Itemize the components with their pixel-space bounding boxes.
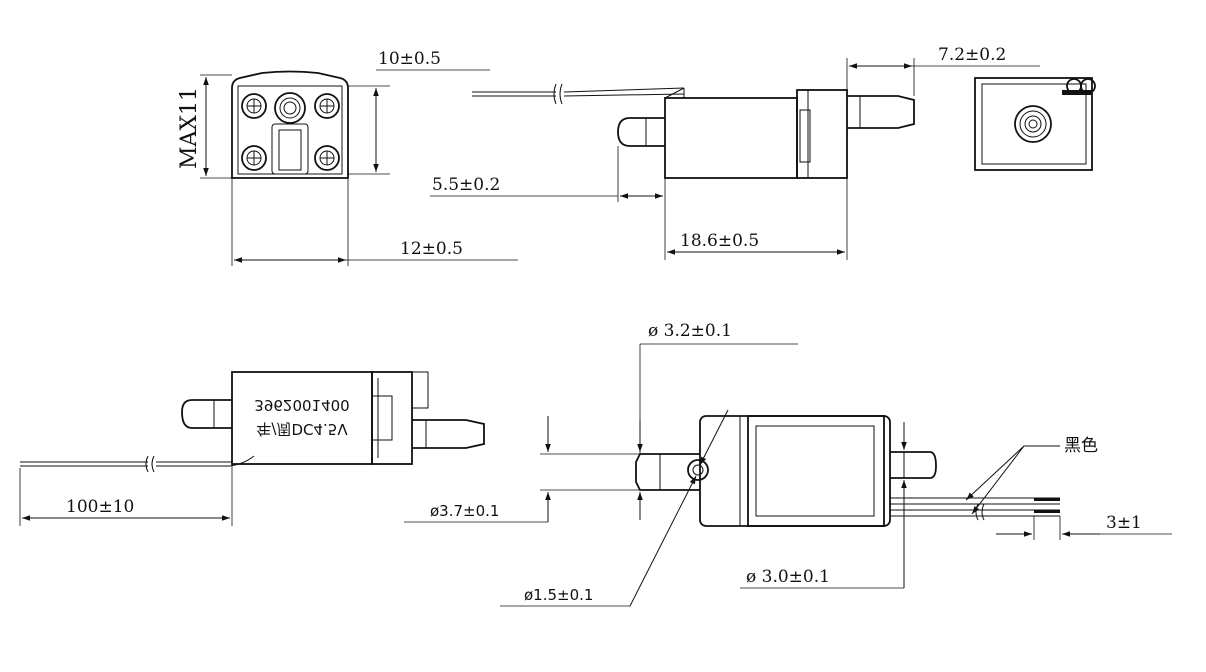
body-length-label: 18.6±0.5 [680,231,759,251]
front-view: MAX11 10±0.5 12±0.5 [177,49,518,266]
wire-length-label: 100±10 [66,497,134,517]
side-view: 7.2±0.2 5.5±0.2 18.6±0.5 [430,45,1040,260]
bottom-view: 年/周DC4.5V 3962001400 100±10 [19,371,485,526]
screw-icon [314,93,340,119]
top-dimension-label: 10±0.5 [378,49,441,69]
step-length-label: 5.5±0.2 [432,175,500,195]
strip-length-label: 3±1 [1106,513,1142,533]
marking-line-1: 年/周DC4.5V [256,420,348,438]
pin-diameter-label: ø 3.2±0.1 [648,321,732,341]
outlet-diameter-label: ø 3.0±0.1 [746,567,830,587]
marking-line-2: 3962001400 [254,396,349,414]
screw-icon [241,145,267,171]
wire-color-label: 黑色 [1064,436,1098,456]
body-diameter-label: ø3.7±0.1 [430,502,499,520]
height-label: MAX11 [177,87,202,169]
width-label: 12±0.5 [400,239,463,259]
end-view [974,77,1096,171]
detail-view: ø 3.2±0.1 ø3.7±0.1 ø1.5±0.1 ø 3.0±0.1 黑色… [404,321,1172,607]
screw-icon [241,93,267,119]
nozzle-length-label: 7.2±0.2 [938,45,1006,65]
screw-icon [314,145,340,171]
hole-diameter-label: ø1.5±0.1 [524,586,593,604]
